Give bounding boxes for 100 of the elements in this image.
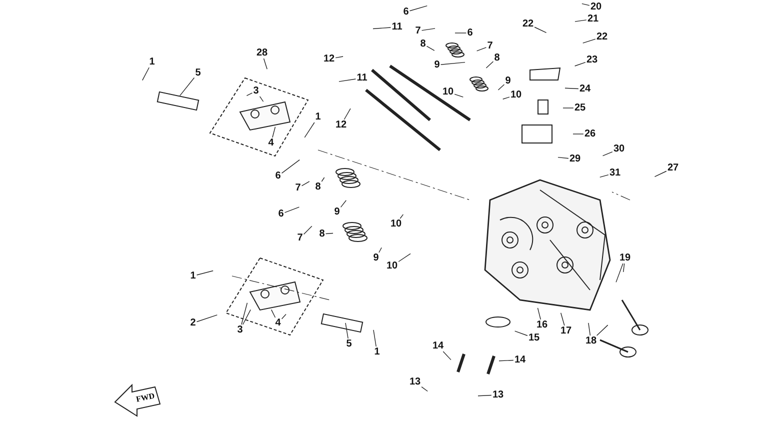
- callout-number: 31: [608, 168, 622, 178]
- leader-line: [502, 96, 510, 100]
- leader-line: [241, 302, 248, 325]
- leader-line: [378, 247, 382, 253]
- callout-number: 27: [666, 162, 680, 174]
- leader-line: [303, 226, 312, 235]
- direction-label: FWD: [135, 391, 156, 404]
- leader-line: [514, 330, 528, 336]
- callout-number: 10: [389, 218, 403, 230]
- callout-number: 7: [414, 26, 422, 36]
- callout-number: 3: [236, 324, 244, 336]
- callout-number: 13: [408, 376, 422, 388]
- callout-number: 8: [493, 52, 501, 64]
- callout-number: 8: [419, 38, 427, 50]
- callout-number: 14: [513, 354, 527, 366]
- leader-line: [325, 232, 334, 234]
- leader-line: [537, 308, 541, 320]
- callout-number: 3: [252, 86, 260, 96]
- leader-line: [242, 309, 251, 325]
- leader-line: [421, 386, 428, 392]
- leader-line: [454, 32, 467, 34]
- leader-line: [246, 92, 253, 96]
- callout-number: 18: [584, 336, 598, 346]
- leader-line: [281, 314, 286, 320]
- leader-line: [426, 46, 435, 51]
- callout-number: 6: [466, 28, 474, 38]
- leader-line: [534, 26, 547, 34]
- leader-line: [259, 96, 264, 102]
- callout-number: 26: [583, 128, 597, 140]
- leader-line: [654, 170, 667, 178]
- callout-number: 9: [433, 60, 441, 70]
- leader-line: [596, 324, 608, 336]
- leader-line: [180, 77, 195, 96]
- leader-line: [270, 309, 276, 318]
- leader-line: [321, 177, 325, 182]
- callout-number: 1: [314, 112, 322, 122]
- callout-number: 28: [255, 48, 269, 58]
- leader-line: [400, 214, 404, 219]
- callout-number: 6: [277, 208, 285, 220]
- leader-line: [304, 122, 315, 138]
- callout-number: 11: [390, 22, 404, 32]
- leader-line: [498, 84, 505, 90]
- callout-number: 7: [486, 40, 494, 52]
- callout-number: 2: [189, 318, 197, 328]
- leader-line: [281, 159, 300, 174]
- leader-line: [345, 322, 348, 339]
- leader-line: [623, 263, 625, 272]
- leader-line: [478, 394, 492, 396]
- leader-line: [344, 108, 351, 120]
- callout-number: 1: [148, 56, 156, 68]
- leader-line: [564, 88, 579, 90]
- callout-number: 24: [578, 84, 592, 94]
- leader-line: [498, 360, 514, 362]
- callout-number: 8: [318, 228, 326, 240]
- leader-line: [582, 3, 590, 6]
- callout-number: 13: [491, 390, 505, 400]
- leader-line: [560, 312, 565, 326]
- leader-line: [398, 253, 411, 262]
- callout-number: 23: [585, 54, 599, 66]
- callout-number: 8: [314, 182, 322, 192]
- callout-number: 9: [372, 252, 380, 264]
- callout-number: 1: [373, 346, 381, 358]
- callout-number: 9: [504, 76, 512, 86]
- leader-line: [340, 200, 346, 208]
- callout-number: 1: [189, 270, 197, 282]
- leader-line: [142, 67, 150, 81]
- leader-line: [574, 62, 586, 66]
- callout-number: 10: [441, 86, 455, 98]
- leader-line: [442, 351, 452, 360]
- leader-line: [372, 27, 392, 30]
- callout-number: 11: [356, 72, 368, 84]
- leader-line: [574, 20, 587, 22]
- callout-number: 22: [595, 32, 609, 42]
- leader-line: [558, 156, 569, 159]
- leader-line: [616, 263, 624, 283]
- callout-number: 14: [431, 340, 445, 352]
- leader-line: [409, 6, 428, 12]
- callout-number: 7: [296, 232, 304, 244]
- callout-number: 15: [527, 332, 541, 344]
- leader-line: [486, 61, 494, 68]
- callout-number: 4: [267, 138, 275, 148]
- callout-number: 6: [402, 6, 410, 18]
- callout-number: 5: [194, 68, 202, 78]
- leader-line: [301, 181, 310, 186]
- leader-line: [335, 56, 344, 58]
- callout-number: 21: [586, 14, 600, 24]
- leader-line: [284, 206, 300, 213]
- callout-number: 30: [612, 144, 626, 154]
- callout-number: 17: [559, 326, 573, 336]
- callout-number: 16: [535, 320, 549, 330]
- leader-line: [454, 94, 464, 98]
- callout-number: 12: [334, 120, 348, 130]
- leader-line: [588, 322, 591, 336]
- callout-number: 10: [509, 90, 523, 100]
- callout-number: 19: [618, 252, 632, 264]
- leader-line: [476, 47, 487, 52]
- leader-line: [582, 38, 596, 44]
- leader-line: [272, 126, 276, 138]
- callout-number: 12: [322, 54, 336, 64]
- callout-number: 29: [568, 154, 582, 164]
